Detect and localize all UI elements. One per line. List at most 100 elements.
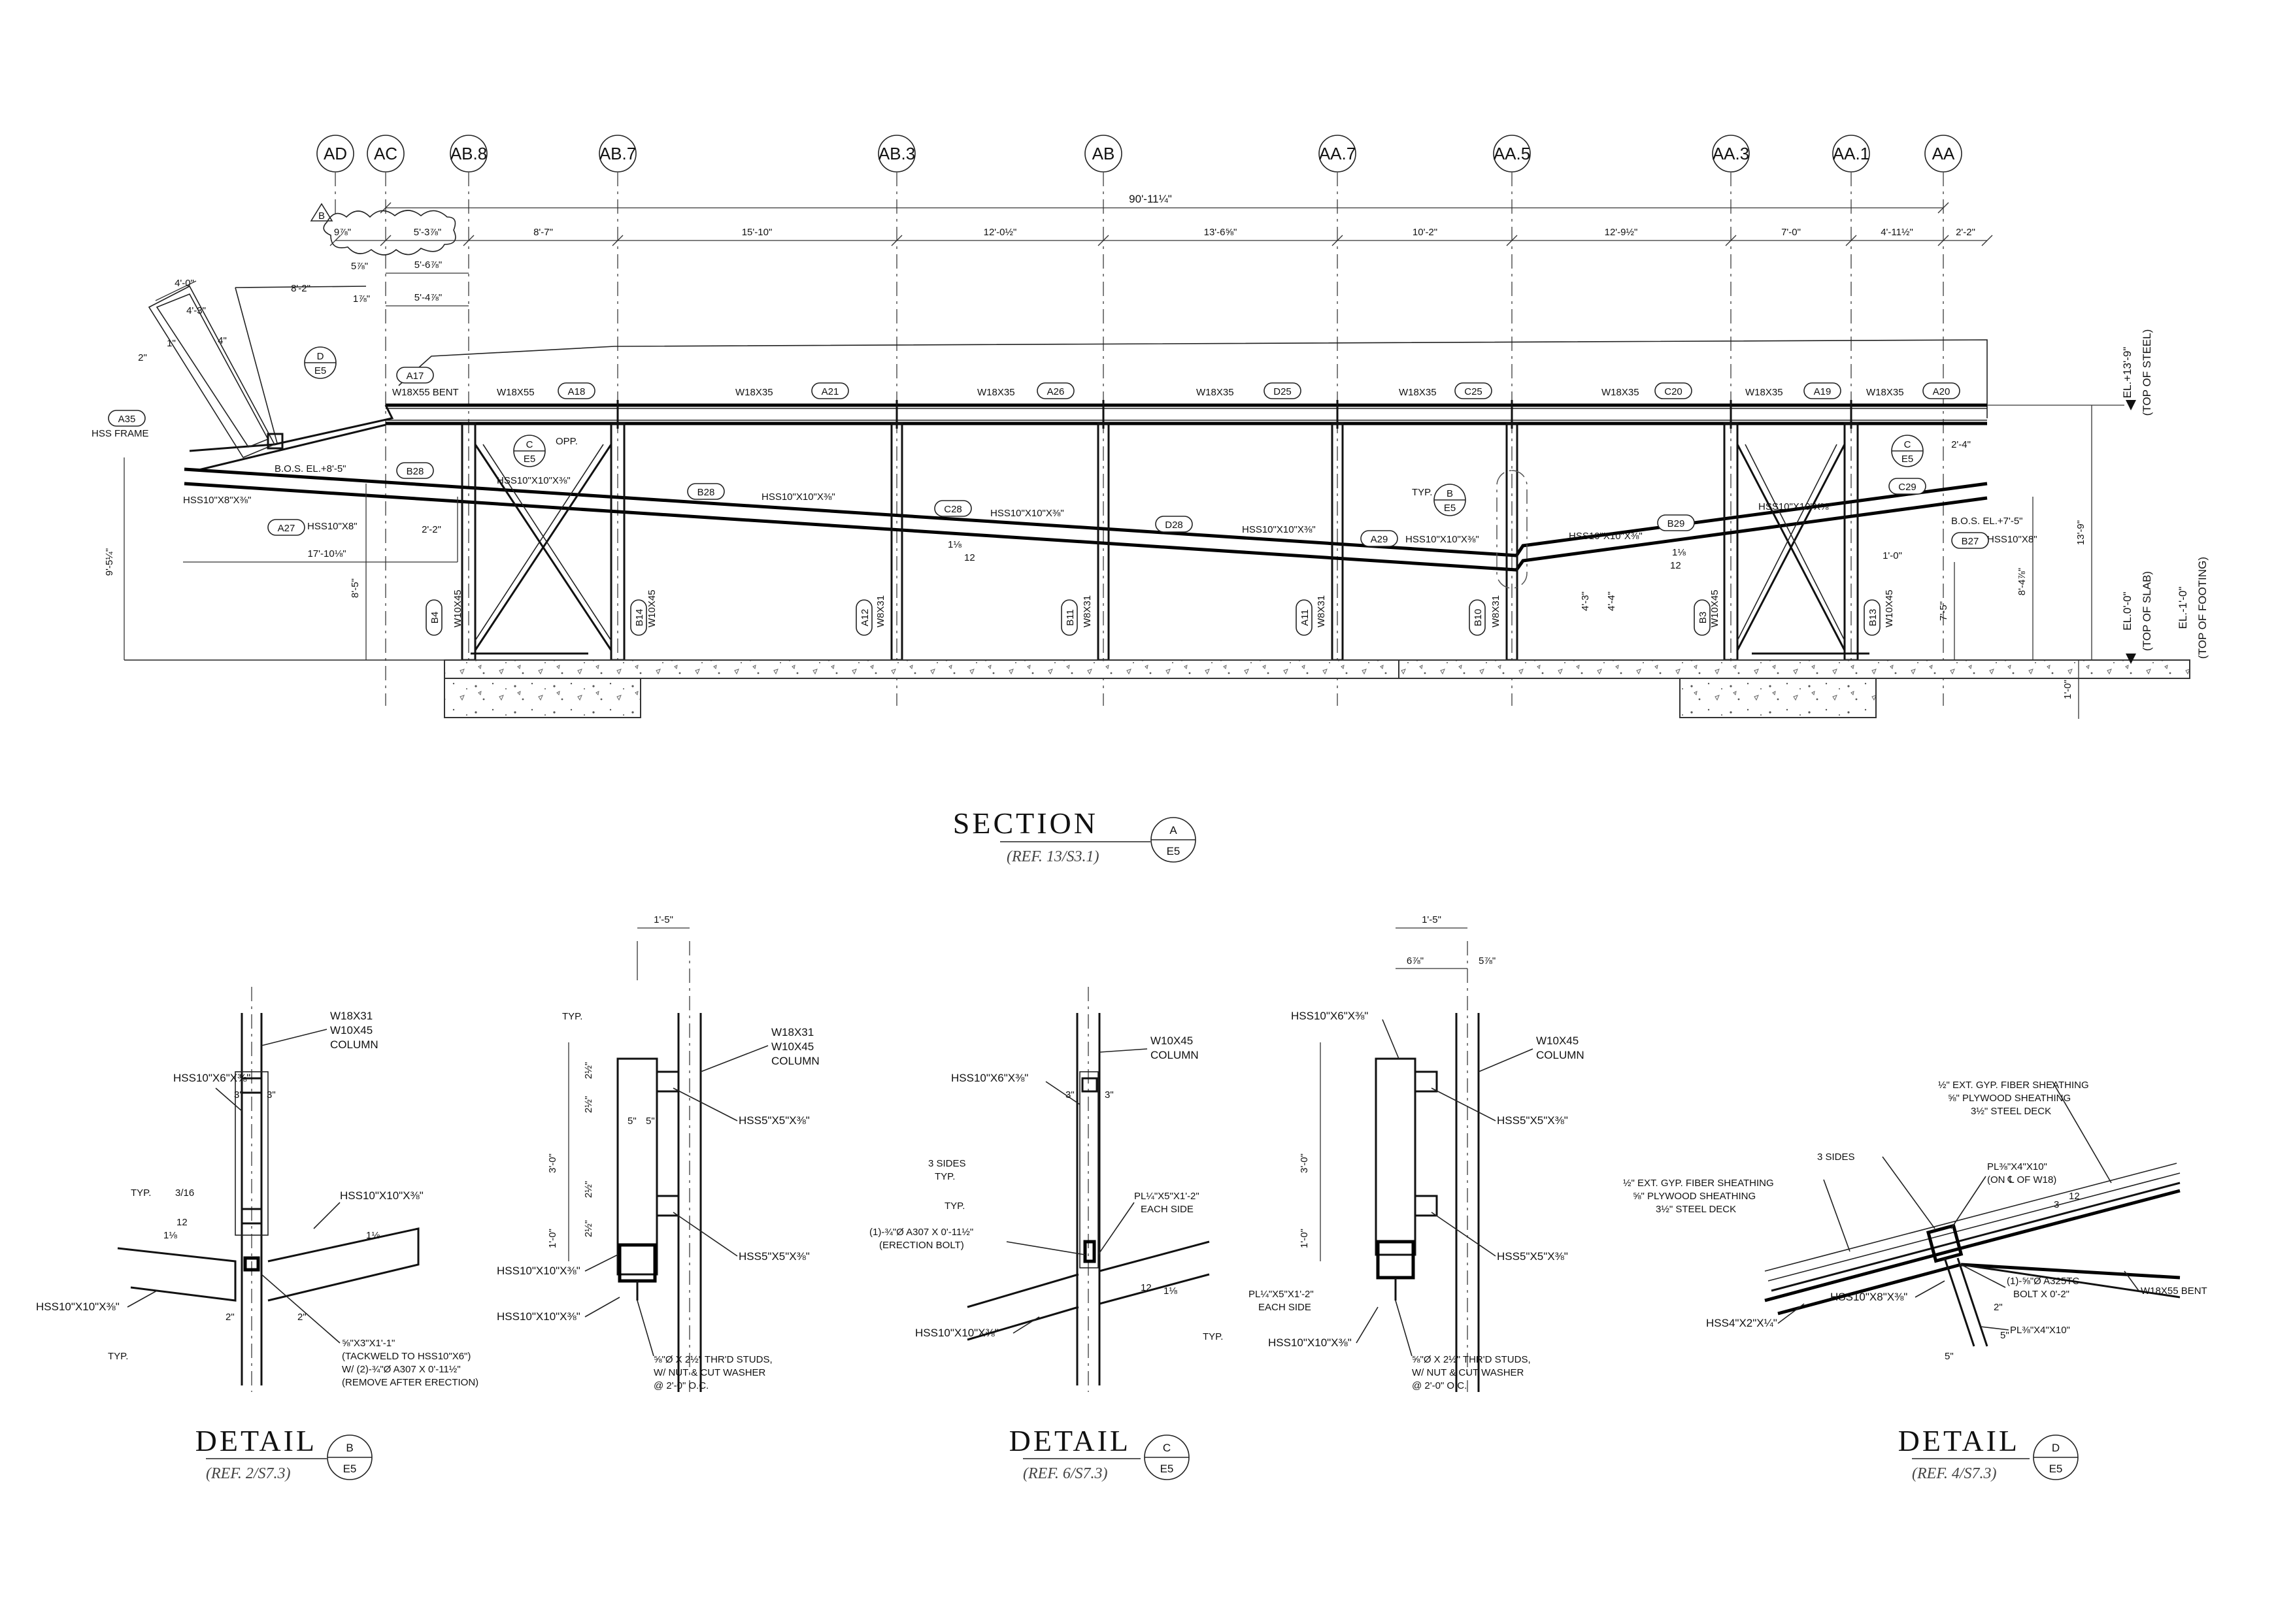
el-top-steel-note: (TOP OF STEEL) — [2141, 329, 2153, 416]
dim-8-5: 8'-5" — [350, 578, 361, 598]
bay-dim-1: 9⅞" — [334, 227, 351, 238]
callout-c-right[interactable]: C E5 — [1891, 435, 1924, 467]
db-dim-half-4: 2½" — [583, 1220, 594, 1237]
dd-run: 12 — [2069, 1191, 2080, 1202]
db-dim3a: 3" — [234, 1089, 243, 1101]
detail-c-sheet: E5 — [1160, 1463, 1174, 1475]
left-small-dims: 5'-6⅞" 5⅞" 5'-4⅞" 1⅞" — [351, 259, 469, 307]
tag-d28: D28 — [1165, 520, 1183, 531]
callout-d[interactable]: D E5 — [304, 346, 337, 379]
detail-b-sheet: E5 — [343, 1463, 357, 1475]
col-label-w8-3: W8X31 — [1316, 595, 1327, 627]
dc-dim3a: 3" — [1065, 1089, 1075, 1101]
dc-pl4: EACH SIDE — [1258, 1302, 1311, 1313]
label-w18x35-7: W18X35 — [1866, 387, 1904, 398]
dc-stud2: W/ NUT & CUT WASHER — [1412, 1367, 1524, 1378]
callout-b[interactable]: B E5 — [1433, 470, 1528, 589]
bay-dim-10: 4'-11½" — [1881, 227, 1913, 238]
dim-4-0: 4'-0" — [175, 278, 194, 289]
gridline-ac: AC — [367, 135, 405, 706]
dd-d2: 2" — [1994, 1302, 2003, 1313]
detail-b-ref: (REF. 2/S7.3) — [206, 1465, 291, 1482]
label-hss-frame: HSS FRAME — [92, 428, 149, 439]
dc-pl3: PL¼"X5"X1'-2" — [1248, 1289, 1314, 1300]
callout-d-sheet: E5 — [314, 365, 326, 376]
overall-dim-text: 90'-11¼" — [1129, 193, 1172, 205]
dc-dim-15: 1'-5" — [1422, 914, 1441, 925]
dim-4-3-right: 4'-3" — [1580, 591, 1591, 611]
dc-col-note2: COLUMN — [1150, 1049, 1199, 1061]
callout-c-left[interactable]: C E5 — [513, 435, 546, 467]
db-slope-b: 1⅛ — [366, 1230, 380, 1241]
label-brace-6: HSS10"X10"X⅜" — [1569, 531, 1643, 542]
dc-hss-bot: HSS10"X10"X⅜" — [915, 1327, 999, 1339]
db-col2-note3: COLUMN — [771, 1055, 820, 1067]
col-label-w10-4: W10X45 — [1884, 589, 1895, 627]
label-brace-5: HSS10"X10"X⅜" — [1405, 534, 1479, 545]
gridline-ab: AB — [1084, 135, 1122, 706]
dd-bent: W18X55 BENT — [2141, 1285, 2207, 1297]
grid-label-aa3: AA.3 — [1713, 144, 1749, 163]
db-pl-note3: W/ (2)-¾"Ø A307 X 0'-11½" — [342, 1364, 461, 1375]
detail-d-title: DETAIL — [1898, 1424, 2020, 1457]
dim-17-10: 17'-10⅛" — [307, 548, 346, 559]
tag-a21: A21 — [822, 386, 839, 397]
tag-d25: D25 — [1273, 386, 1292, 397]
dd-sheath6: 3½" STEEL DECK — [1656, 1204, 1736, 1215]
dim-2-4: 2'-4" — [1951, 439, 1971, 450]
grid-label-aa: AA — [1932, 144, 1955, 163]
db-hss10-b: HSS10"X10"X⅜" — [497, 1310, 580, 1323]
dim-9-5: 9'-5¼" — [104, 548, 115, 576]
dd-sheath3: 3½" STEEL DECK — [1971, 1106, 2051, 1117]
tag-a35: A35 — [118, 414, 136, 425]
dc-dim-3: 3'-0" — [1299, 1153, 1310, 1173]
bay-dim-9: 7'-0" — [1781, 227, 1801, 238]
label-brace-7: HSS10"X10"X⅜" — [1758, 501, 1832, 512]
db-dim-3: 3'-0" — [547, 1153, 558, 1173]
label-hss-left2: HSS10"X8" — [307, 521, 358, 532]
bay-dim-6: 13'-6⅝" — [1204, 227, 1237, 238]
el-footing: EL.-1'-0" — [2177, 586, 2189, 629]
db-hss5-bot: HSS5"X5"X⅜" — [739, 1250, 810, 1263]
dc-dim-1: 1'-0" — [1299, 1229, 1310, 1248]
dim-1-7-8: 1⅞" — [353, 293, 370, 305]
callout-c-mark: C — [526, 439, 533, 450]
dd-pl2: (ON ℄ OF W18) — [1987, 1174, 2056, 1185]
dc-typ2: TYP. — [1203, 1331, 1223, 1342]
label-w18x35-5: W18X35 — [1601, 387, 1639, 398]
dc-col2-note2: COLUMN — [1536, 1049, 1584, 1061]
slope-run: 12 — [964, 552, 975, 563]
grid-label-ab8: AB.8 — [450, 144, 487, 163]
overall-dimension: 90'-11¼" — [380, 193, 1949, 214]
db-stud3: @ 2'-0" O.C. — [654, 1380, 709, 1391]
bay-dimensions: 9⅞" 5'-3⅞" 8'-7" 15'-10" 12'-0½" 13'-6⅝"… — [329, 227, 1993, 246]
col-label-w10-1: W10X45 — [452, 589, 463, 627]
dim-5-4: 5'-4⅞" — [414, 292, 442, 303]
dim-13-9: 13'-9" — [2075, 520, 2086, 545]
dd-sheath5: ⅝" PLYWOOD SHEATHING — [1633, 1191, 1756, 1202]
tag-c28: C28 — [944, 504, 962, 515]
db-col2-note1: W18X31 — [771, 1026, 814, 1038]
dc-col2-note1: W10X45 — [1536, 1035, 1579, 1047]
grid-label-ab7: AB.7 — [599, 144, 636, 163]
db-col2-note2: W10X45 — [771, 1040, 814, 1053]
gridline-ab8: AB.8 — [450, 135, 488, 706]
dim-2: 2" — [138, 352, 147, 363]
db-hss-left: HSS10"X10"X⅜" — [36, 1301, 120, 1313]
dim-4: 4" — [218, 335, 227, 346]
envelope-outline — [398, 339, 1988, 418]
section-a: AD AC AB.8 AB.7 AB.3 — [92, 135, 2209, 865]
db-dim-15: 1'-5" — [654, 914, 673, 925]
detail-c-title: DETAIL — [1009, 1424, 1131, 1457]
dc-bolt1: (1)-¾"Ø A307 X 0'-11½" — [869, 1227, 973, 1238]
gridline-aa1: AA.1 — [1832, 135, 1870, 706]
label-brace-3: HSS10"X10"X⅜" — [990, 508, 1064, 519]
db-stud2: W/ NUT & CUT WASHER — [654, 1367, 766, 1378]
tag-a12: A12 — [860, 609, 871, 627]
dc-pl2: EACH SIDE — [1141, 1204, 1194, 1215]
dim-8-2: 8'-2" — [291, 283, 310, 294]
grid-label-aa7: AA.7 — [1319, 144, 1356, 163]
tag-a17: A17 — [407, 371, 424, 382]
